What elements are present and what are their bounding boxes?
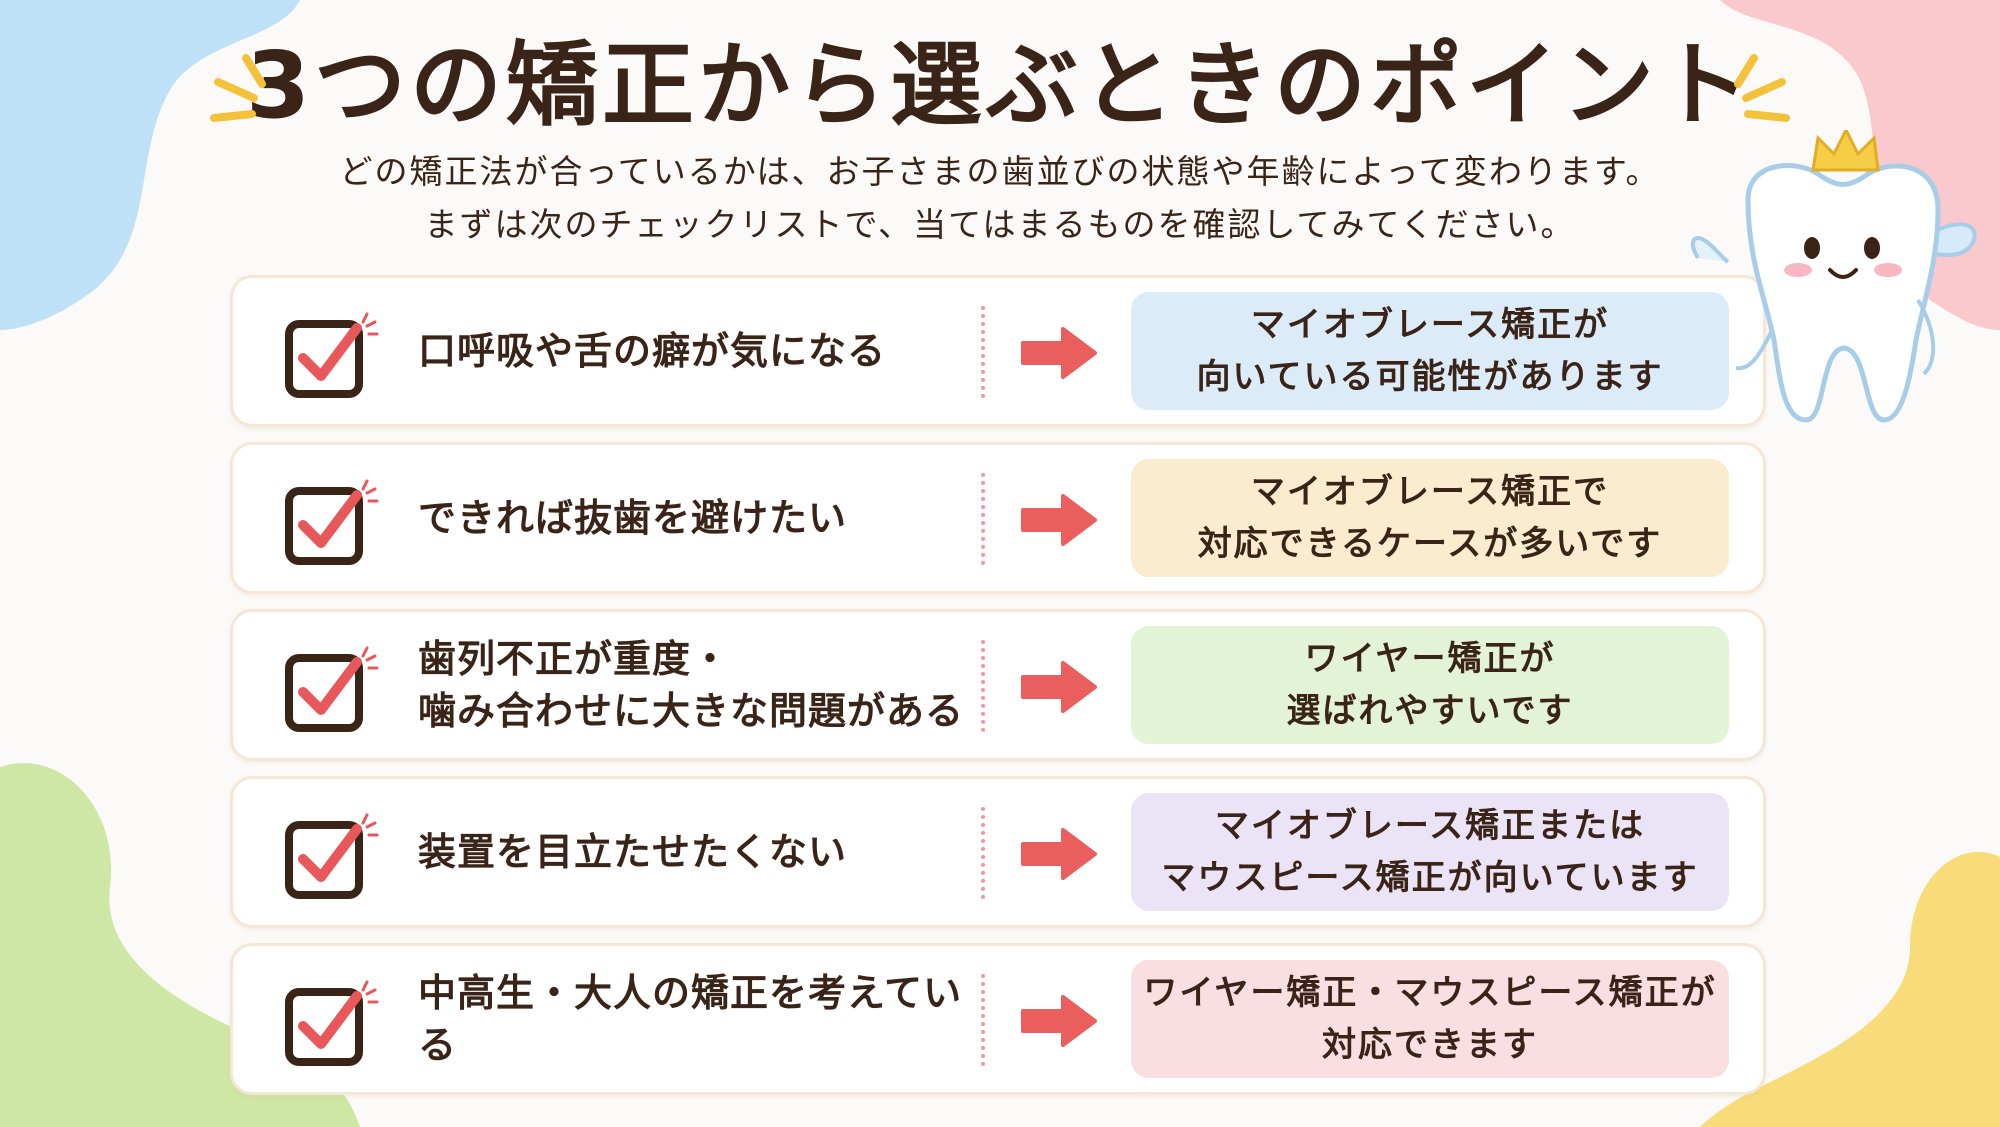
- result-box: マイオブレース矯正で対応できるケースが多いです: [1131, 459, 1729, 577]
- checklist-row: 口呼吸や舌の癖が気になる マイオブレース矯正が向いている可能性があります: [230, 275, 1766, 427]
- sparkle-right-icon: [1734, 54, 1790, 122]
- checklist-row: 装置を目立たせたくない マイオブレース矯正またはマウスピース矯正が向いています: [230, 776, 1766, 928]
- condition-line: 歯列不正が重度・: [418, 637, 731, 681]
- result-line: ワイヤー矯正・マウスピース矯正が: [1143, 973, 1717, 1013]
- result-box: マイオブレース矯正が向いている可能性があります: [1131, 292, 1729, 410]
- checkbox-checked-icon: [285, 646, 379, 732]
- condition-text: 装置を目立たせたくない: [418, 779, 998, 925]
- tooth-mascot-icon: [1690, 130, 1977, 423]
- checkbox-checked-icon: [285, 980, 379, 1066]
- result-line: マイオブレース矯正または: [1214, 806, 1646, 846]
- condition-line: 噛み合わせに大きな問題がある: [418, 689, 965, 733]
- result-line: 向いている可能性があります: [1196, 357, 1664, 397]
- dotted-divider: [981, 306, 985, 398]
- background-blob-blue: [0, 0, 300, 330]
- result-line: 選ばれやすいです: [1286, 691, 1574, 731]
- background-blob-green: [0, 763, 360, 1127]
- condition-line: 装置を目立たせたくない: [418, 830, 848, 874]
- condition-text: 歯列不正が重度・噛み合わせに大きな問題がある: [418, 612, 998, 758]
- checkbox-checked-icon: [285, 813, 379, 899]
- result-box: ワイヤー矯正が選ばれやすいです: [1131, 626, 1729, 744]
- condition-text: できれば抜歯を避けたい: [418, 445, 998, 591]
- result-box: マイオブレース矯正またはマウスピース矯正が向いています: [1131, 793, 1729, 911]
- result-line: 対応できるケースが多いです: [1197, 524, 1663, 564]
- condition-line: できれば抜歯を避けたい: [418, 496, 848, 540]
- background-blob-yellow: [1700, 851, 2000, 1127]
- checkbox-checked-icon: [285, 479, 379, 565]
- arrow-right-icon: [1021, 327, 1097, 379]
- arrow-right-icon: [1021, 661, 1097, 713]
- checklist-row: 中高生・大人の矯正を考えている ワイヤー矯正・マウスピース矯正が対応できます: [230, 943, 1766, 1095]
- arrow-right-icon: [1021, 995, 1097, 1047]
- dotted-divider: [981, 640, 985, 732]
- dotted-divider: [981, 473, 985, 565]
- condition-text: 口呼吸や舌の癖が気になる: [418, 278, 998, 424]
- checkbox-checked-icon: [285, 312, 379, 398]
- arrow-right-icon: [1021, 828, 1097, 880]
- dotted-divider: [981, 807, 985, 899]
- sparkle-left-icon: [210, 54, 266, 122]
- result-line: マイオブレース矯正で: [1250, 472, 1610, 512]
- checklist-row: 歯列不正が重度・噛み合わせに大きな問題がある ワイヤー矯正が選ばれやすいです: [230, 609, 1766, 761]
- dotted-divider: [981, 974, 985, 1066]
- condition-line: 口呼吸や舌の癖が気になる: [418, 329, 887, 373]
- subtitle-line-1: どの矯正法が合っているかは、お子さまの歯並びの状態や年齢によって変わります。: [339, 152, 1661, 191]
- result-line: 対応できます: [1322, 1025, 1538, 1065]
- condition-text: 中高生・大人の矯正を考えている: [418, 946, 998, 1092]
- result-box: ワイヤー矯正・マウスピース矯正が対応できます: [1131, 960, 1729, 1078]
- checklist-row: できれば抜歯を避けたい マイオブレース矯正で対応できるケースが多いです: [230, 442, 1766, 594]
- result-line: マイオブレース矯正が: [1250, 305, 1610, 345]
- result-line: マウスピース矯正が向いています: [1161, 858, 1699, 898]
- subtitle-line-2: まずは次のチェックリストで、当てはまるものを確認してみてください。: [424, 205, 1576, 244]
- arrow-right-icon: [1021, 494, 1097, 546]
- result-line: ワイヤー矯正が: [1304, 639, 1556, 679]
- condition-line: 中高生・大人の矯正を考えている: [418, 971, 963, 1067]
- page-title: 3つの矯正から選ぶときのポイント: [245, 32, 1754, 139]
